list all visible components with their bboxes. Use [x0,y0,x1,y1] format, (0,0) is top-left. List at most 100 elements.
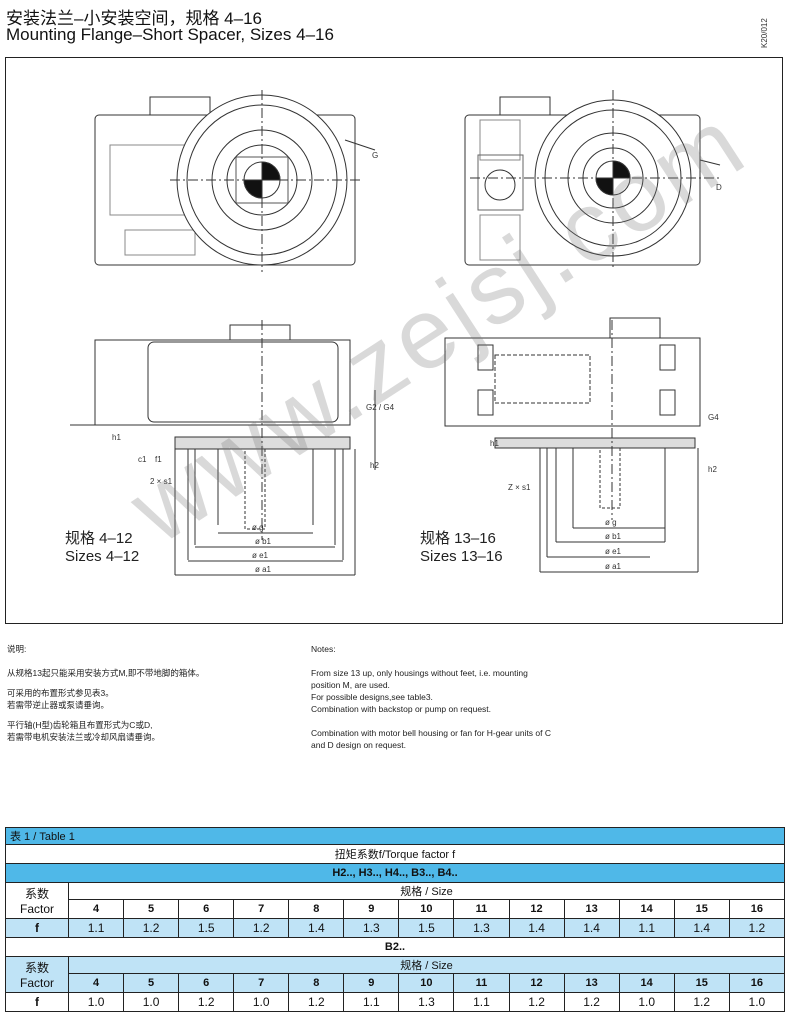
factor-value: 1.2 [673,992,730,1012]
technical-drawing: G D [65,90,722,576]
factor-value: 1.0 [618,992,675,1012]
dim-h1: h1 [112,433,121,442]
factor-value: 1.5 [178,918,235,938]
size-cell: 10 [398,899,455,919]
size-cell: 6 [178,899,235,919]
note-cn: 可采用的布置形式参见表3。 [7,688,114,698]
dim-b1: ø b1 [255,537,272,546]
table-row: 表 1 / Table 1 [5,827,785,845]
factor-value: 1.1 [67,918,125,938]
dim-e1-right: ø e1 [605,547,622,556]
factor-value: 1.3 [398,992,455,1012]
bottom-right-view: ø g ø b1 ø e1 ø a1 Z × s1 h1 h2 G4 [444,317,719,573]
note-cn: 若需带逆止器或泵请垂询。 [7,700,110,710]
note-en: From size 13 up, only housings without f… [311,668,528,678]
factor-value: 1.2 [123,918,180,938]
size-cell: 14 [618,899,675,919]
size-cell: 10 [398,973,455,993]
title-english: Mounting Flange–Short Spacer, Sizes 4–16 [6,25,334,44]
dim-c1: c1 [138,455,147,464]
size-cell: 15 [673,973,730,993]
dim-a1-right: ø a1 [605,562,622,571]
size-cell: 5 [123,973,180,993]
factor-value: 1.4 [508,918,565,938]
dim-g2-g4: G2 / G4 [366,403,395,412]
factor-value: 1.4 [563,918,620,938]
size-cell: 13 [563,973,620,993]
factor-value: 1.5 [398,918,455,938]
size-cell: 4 [67,899,125,919]
dim-g-label: G [372,151,378,160]
size-cell: 13 [563,899,620,919]
bottom-left-view: ø g ø b1 ø e1 ø a1 2 × s1 h1 c1 f1 h2 G2… [70,320,395,576]
factor-value: 1.1 [343,992,400,1012]
note-en: Combination with backstop or pump on req… [311,704,492,714]
note-en: For possible designs,see table3. [311,692,433,702]
factor-value: 1.2 [288,992,345,1012]
table-subtitle: 扭矩系数f/Torque factor f [5,844,785,864]
factor-value: 1.2 [233,918,290,938]
note-cn: 若需带电机安装法兰或冷却风扇请垂询。 [7,732,161,742]
factor-en: Factor [19,976,54,990]
factor-value: 1.4 [288,918,345,938]
dim-b1-right: ø b1 [605,532,622,541]
dim-g4: G4 [708,413,719,422]
factor-value: 1.2 [508,992,565,1012]
size-cell: 11 [453,899,510,919]
size-cell: 15 [673,899,730,919]
factor-value: 1.2 [728,918,786,938]
dim-h2-right: h2 [708,465,717,474]
size-cell: 4 [67,973,125,993]
dim-z-s1: Z × s1 [508,483,531,492]
right-size-label-en: Sizes 13–16 [420,548,503,565]
size-cell: 12 [508,973,565,993]
factor-value: 1.0 [67,992,125,1012]
note-cn: 从规格13起只能采用安装方式M,即不带地脚的箱体。 [7,668,205,678]
group-header: H2.., H3.., H4.., B3.., B4.. [5,863,785,883]
dim-h2: h2 [370,461,379,470]
size-cell: 7 [233,973,290,993]
factor-en: Factor [19,902,54,916]
note-en: position M, are used. [311,680,390,690]
left-size-label-cn: 规格 4–12 [65,530,133,547]
size-cell: 8 [288,973,345,993]
factor-value: 1.3 [343,918,400,938]
table-caption: 表 1 / Table 1 [5,827,785,845]
dim-g-right: ø g [605,518,617,527]
dim-s1: 2 × s1 [150,477,173,486]
size-cell: 14 [618,973,675,993]
size-cell: 11 [453,973,510,993]
size-cell: 16 [728,899,786,919]
note-cn: 平行轴(H型)齿轮箱且布置形式为C或D, [7,720,153,730]
factor-cn: 系数 [24,961,49,975]
size-header: 规格 / Size [68,882,785,900]
size-header: 规格 / Size [68,956,785,974]
left-size-label-en: Sizes 4–12 [65,548,139,565]
note-en: Combination with motor bell housing or f… [311,728,552,738]
notes-cn-heading: 说明: [7,644,27,654]
size-cell: 12 [508,899,565,919]
size-cell: 9 [343,973,400,993]
dim-d-label: D [716,183,722,192]
factor-value: 1.2 [563,992,620,1012]
notes-en-heading: Notes: [311,644,336,654]
dim-f1: f1 [155,455,162,464]
factor-value: 1.2 [178,992,235,1012]
table-row: B2.. [5,937,785,957]
size-cell: 8 [288,899,345,919]
dim-a1: ø a1 [255,565,272,574]
notes-english: Notes: From size 13 up, only housings wi… [311,643,611,751]
table-row: 扭矩系数f/Torque factor f [5,844,785,864]
size-cell: 6 [178,973,235,993]
title-chinese: 安装法兰–小安装空间，规格 4–16 [6,9,262,28]
